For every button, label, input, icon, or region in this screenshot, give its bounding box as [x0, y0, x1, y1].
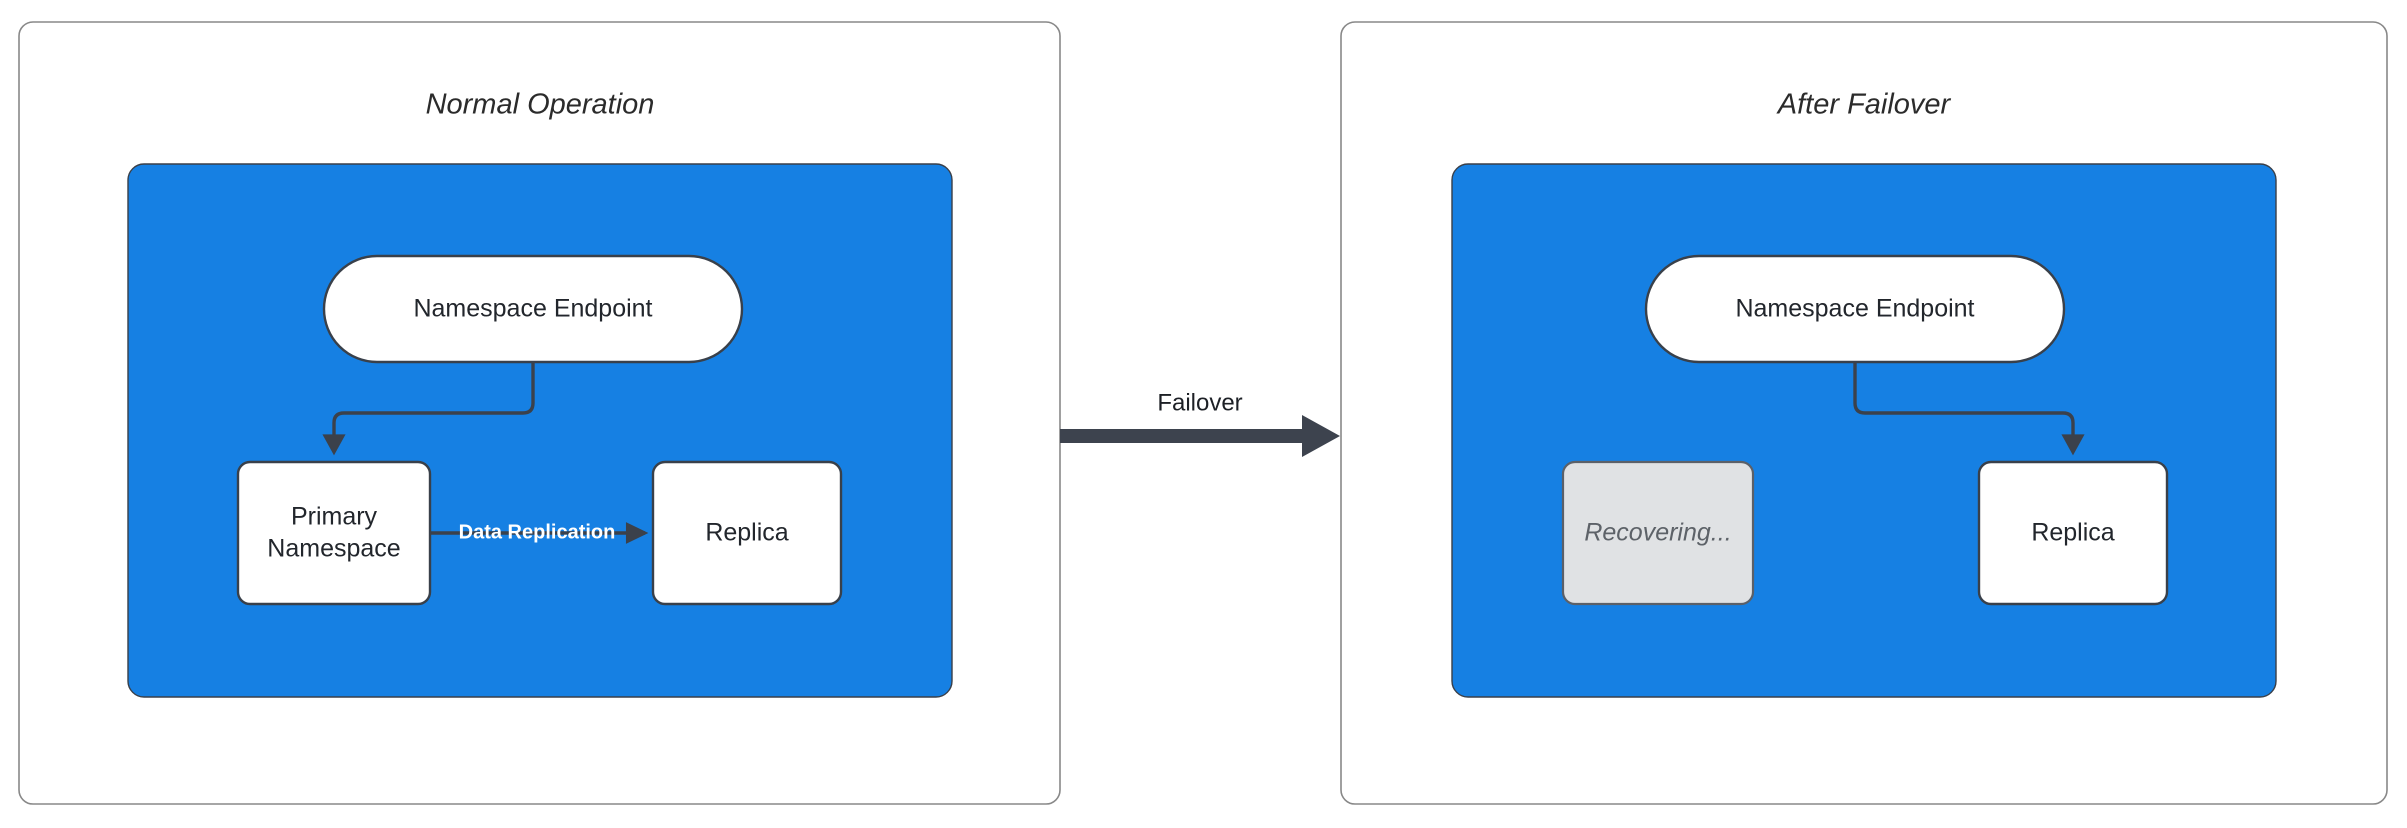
- node-recovering-shape: [1561, 460, 1755, 606]
- region-after-failover: [1451, 163, 2277, 698]
- node-recovering[interactable]: Recovering...: [1561, 460, 1755, 606]
- failover-transition-label: Failover: [1157, 389, 1242, 416]
- node-namespace-endpoint-right[interactable]: Namespace Endpoint: [1644, 254, 2066, 364]
- node-primary-namespace-label-line1: Primary: [291, 503, 378, 531]
- node-namespace-endpoint-left-shape: [322, 254, 744, 364]
- panel-title-after-failover: After Failover: [1776, 89, 1952, 121]
- node-primary-namespace-label-line2: Namespace: [267, 535, 400, 563]
- node-namespace-endpoint-right-shape: [1644, 254, 2066, 364]
- node-replica-left-label: Replica: [705, 519, 788, 547]
- node-namespace-endpoint-left-label: Namespace Endpoint: [413, 295, 652, 323]
- edge-label-data-replication: Data Replication: [459, 521, 616, 543]
- failover-transition[interactable]: Failover: [1060, 389, 1340, 480]
- node-replica-left-shape: [651, 460, 843, 606]
- node-primary-namespace-shape: [236, 460, 432, 606]
- node-replica-right-shape: [1977, 460, 2169, 606]
- panel-title-normal-operation: Normal Operation: [426, 89, 655, 121]
- edge-primary-to-replica: Data Replication: [427, 521, 649, 544]
- node-primary-namespace[interactable]: Primary Namespace: [236, 460, 432, 606]
- failover-arrow-head: [1302, 415, 1340, 457]
- edge-endpoint-to-primary: [322, 363, 535, 456]
- node-replica-right-label: Replica: [2031, 519, 2114, 547]
- panel-normal-operation: Normal Operation Data Replication Namesp…: [18, 21, 1061, 805]
- region-normal-operation: [127, 163, 953, 698]
- panel-after-failover: After Failover Namespace Endpoint Recove…: [1340, 21, 2388, 805]
- node-recovering-label: Recovering...: [1584, 519, 1731, 547]
- edge-endpoint-to-replica: [1853, 363, 2085, 456]
- node-namespace-endpoint-left[interactable]: Namespace Endpoint: [322, 254, 744, 364]
- node-replica-left[interactable]: Replica: [651, 460, 843, 606]
- node-replica-right[interactable]: Replica: [1977, 460, 2169, 606]
- node-namespace-endpoint-right-label: Namespace Endpoint: [1735, 295, 1974, 323]
- failover-arrow-shaft: [1060, 429, 1310, 443]
